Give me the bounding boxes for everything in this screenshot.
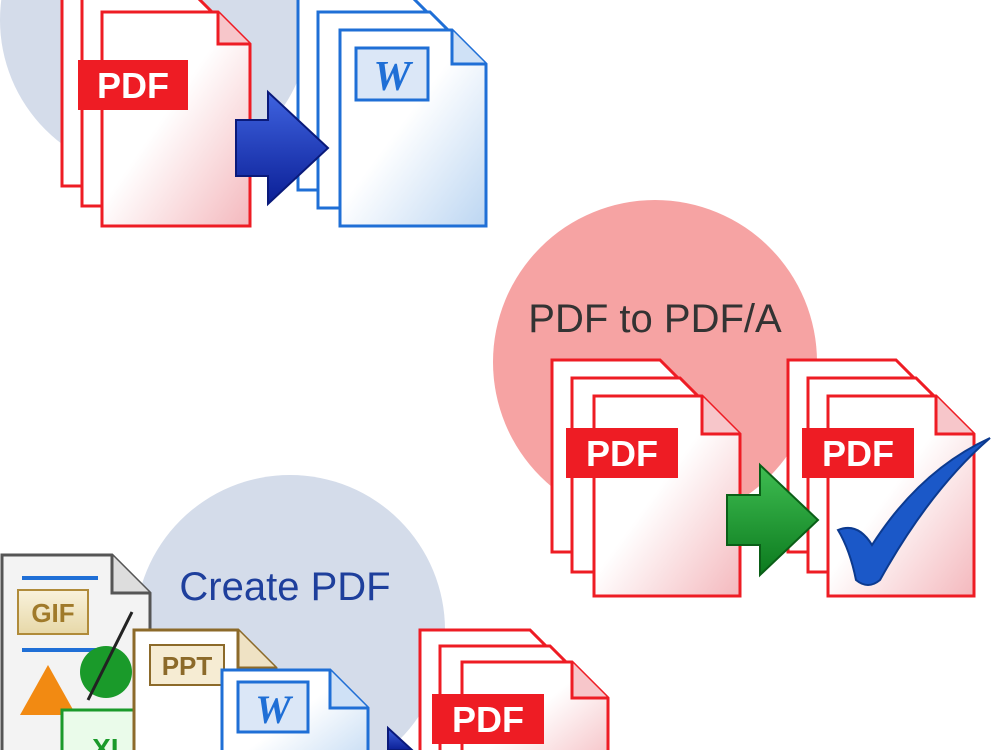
right-arrow-icon (726, 462, 820, 578)
gif-document-icon: GIF (0, 553, 152, 750)
word-document-icon: W (296, 0, 488, 228)
right-arrow-icon (235, 89, 330, 207)
panel-title: Create PDF (179, 565, 390, 609)
word-badge-text: W (255, 687, 293, 732)
panel-title: PDF to PDF/A (528, 297, 782, 341)
pdf-badge-text: PDF (97, 65, 169, 106)
checkmark-icon (836, 437, 991, 586)
word-badge-text: W (373, 54, 413, 100)
panel-pdf-to-pdfa: PDF to PDF/A PDF PDF (493, 200, 991, 598)
pdf-document-icon: PDF (418, 628, 610, 750)
pdf-document-icon: PDF (550, 358, 742, 598)
pdf-badge-text: PDF (822, 433, 894, 474)
panel-pdf-to-word: PDF W (0, 0, 488, 228)
right-arrow-icon (387, 725, 414, 750)
xl-badge-text: XL (92, 733, 128, 750)
pdf-badge-text: PDF (586, 433, 658, 474)
pdf-document-icon: PDF (60, 0, 252, 228)
ppt-badge-text: PPT (162, 651, 213, 681)
word-document-icon: W (220, 668, 370, 750)
gif-badge-text: GIF (31, 598, 74, 628)
panel-create-pdf: Create PDF GIF XL PPT (0, 475, 610, 750)
pdf-badge-text: PDF (452, 699, 524, 740)
